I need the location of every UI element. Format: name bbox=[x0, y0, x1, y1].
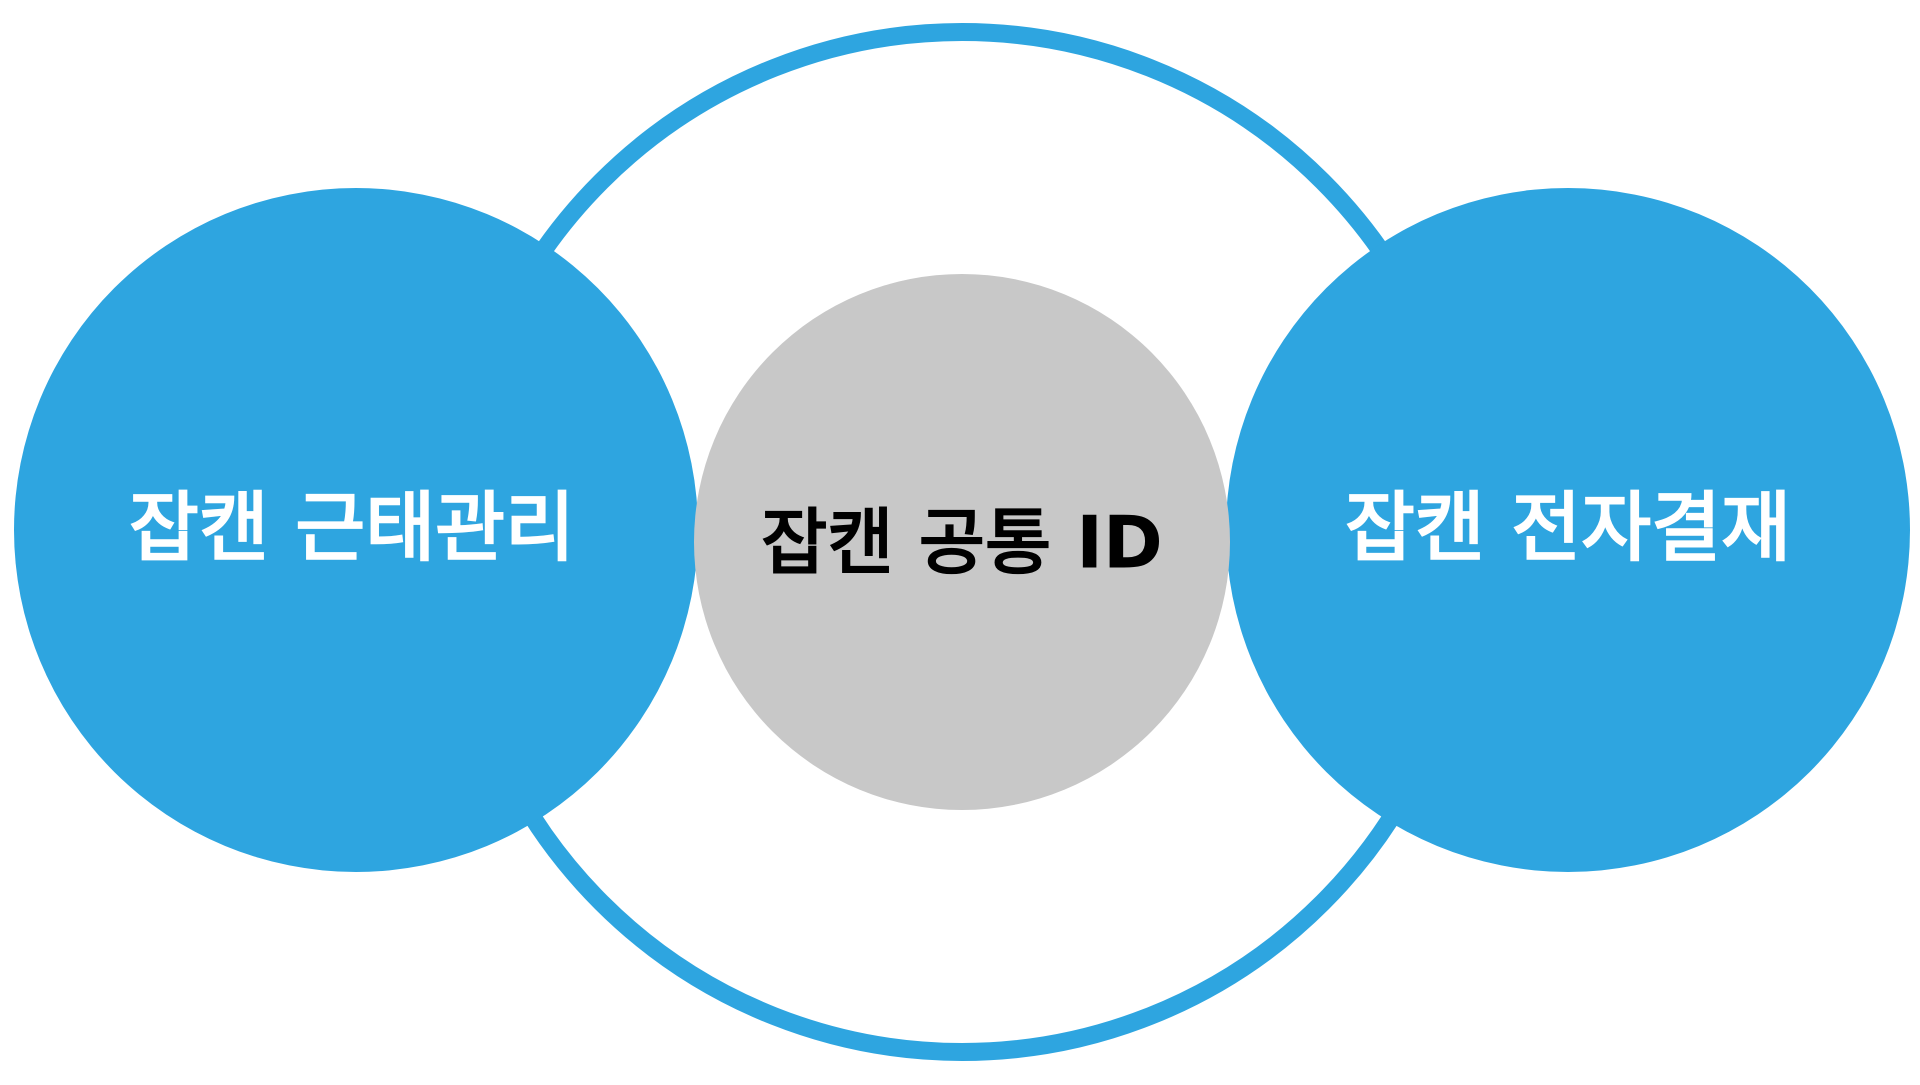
left-label: 잡캔 근태관리 bbox=[129, 483, 575, 572]
right-circle bbox=[1226, 188, 1910, 872]
center-circle bbox=[694, 274, 1230, 810]
right-label: 잡캔 전자결재 bbox=[1345, 483, 1791, 572]
center-label: 잡캔 공통 ID bbox=[761, 501, 1163, 585]
left-circle bbox=[14, 188, 698, 872]
